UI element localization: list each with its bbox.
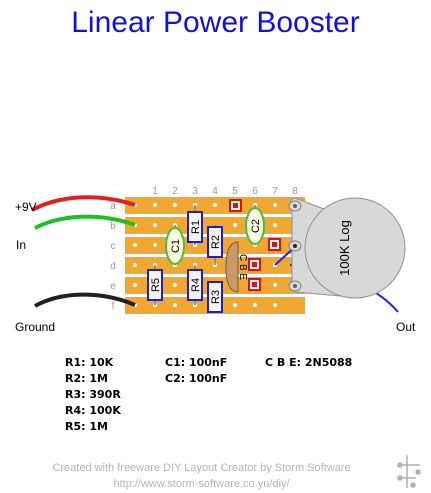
wire-in (34, 214, 136, 230)
column-label: 4 (212, 186, 218, 197)
svg-text:C2: C2 (250, 219, 262, 233)
resistor-r4: R4 (187, 269, 203, 301)
svg-text:R1: R1 (190, 220, 202, 234)
legend-item: R2: 1M (65, 372, 108, 385)
legend-item: R4: 100K (65, 404, 121, 417)
row-label: c (111, 241, 116, 252)
capacitor-c1: C1 (165, 227, 185, 265)
svg-text:R4: R4 (190, 278, 202, 292)
resistor-r3: R3 (207, 281, 223, 313)
legend-item: R5: 1M (65, 420, 108, 433)
row-label: f (112, 301, 115, 312)
svg-text:C B E: C B E (237, 254, 248, 280)
capacitor-c2: C2 (245, 207, 265, 245)
resistor-r2: R2 (207, 226, 223, 258)
wire-ground (34, 292, 136, 308)
column-label: 1 (152, 186, 158, 197)
row-label: a (110, 201, 116, 212)
legend-resistors: R1: 10K R2: 1M R3: 390R R4: 100K R5: 1M (65, 355, 121, 435)
legend-capacitors: C1: 100nF C2: 100nF (165, 355, 227, 387)
legend-item: R3: 390R (65, 388, 121, 401)
svg-text:R3: R3 (210, 290, 222, 304)
column-label: 8 (292, 186, 298, 197)
legend-item: R1: 10K (65, 356, 114, 369)
svg-text:R2: R2 (210, 235, 222, 249)
column-labels: 1 2 3 4 5 6 7 8 9 (152, 186, 298, 197)
resistor-r5: R5 (147, 269, 163, 301)
legend-item: C2: 100nF (165, 372, 228, 385)
row-label: b (110, 221, 116, 232)
resistor-r1: R1 (187, 211, 203, 243)
svg-text:R5: R5 (150, 278, 162, 292)
legend-transistors: C B E: 2N5088 (265, 355, 352, 371)
label-in: In (16, 238, 27, 252)
wire-9v (31, 195, 136, 212)
legend-item: C1: 100nF (165, 356, 228, 369)
transistor-2n5088: C B E (225, 241, 248, 293)
potentiometer-100k-log: 100K Log (288, 197, 406, 299)
column-label: 3 (192, 186, 198, 197)
credit-line: Created with freeware DIY Layout Creator… (52, 462, 351, 474)
label-out: Out (396, 320, 416, 334)
row-label: e (110, 281, 116, 292)
column-label: 7 (272, 186, 278, 197)
page-title: Linear Power Booster (71, 6, 360, 39)
svg-text:C1: C1 (170, 239, 182, 253)
label-ground: Ground (15, 320, 56, 334)
column-label: 5 (232, 186, 238, 197)
diy-logo-icon (397, 455, 421, 488)
column-label: 2 (172, 186, 178, 197)
row-label: d (110, 261, 116, 272)
row-labels: a b c d e f (110, 201, 116, 312)
column-label: 6 (252, 186, 258, 197)
legend-item: C B E: 2N5088 (265, 356, 353, 369)
credit-url[interactable]: http://www.storm-software.co.yu/diy/ (113, 478, 290, 490)
svg-text:100K Log: 100K Log (337, 220, 352, 276)
label-plus9v: +9V (15, 200, 37, 214)
track-cuts (229, 199, 281, 291)
